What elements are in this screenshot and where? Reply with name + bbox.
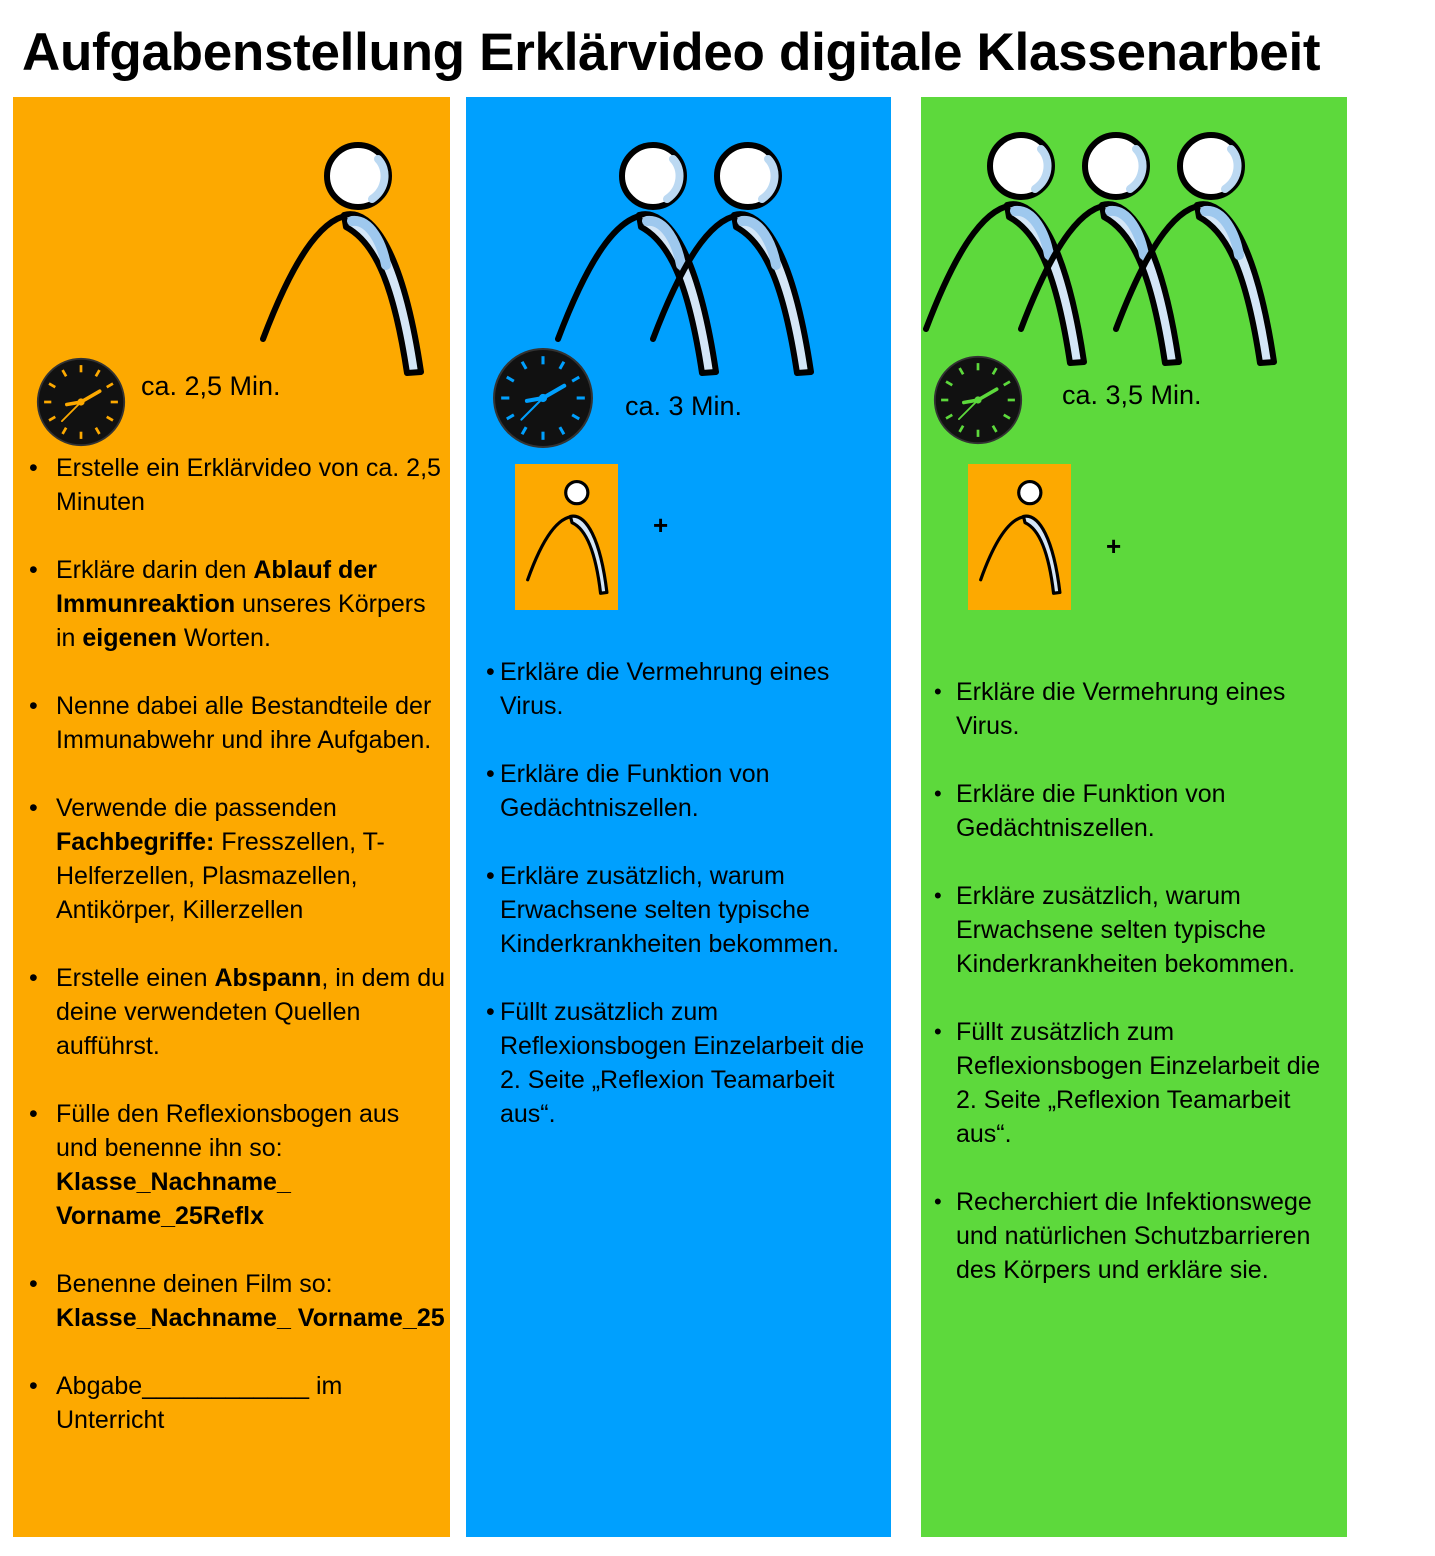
task-item: Erstelle einen Abspann, in dem du deine …: [29, 961, 446, 1063]
task-text: Erstelle einen: [56, 964, 215, 992]
task-item: Erkläre die Vermehrung eines Virus.: [486, 655, 885, 723]
task-item: Füllt zusätzlich zum Reflexionsbogen Ein…: [934, 1015, 1341, 1151]
task-text: unseres Körpers in: [56, 590, 426, 652]
clock-icon: [933, 355, 1023, 445]
task-text: Erkläre die Vermehrung eines Virus.: [956, 678, 1286, 740]
task-item: Erkläre die Funktion von Gedächtniszelle…: [486, 757, 885, 825]
task-text-bold: Klasse_Nachname_ Vorname_25: [56, 1304, 445, 1332]
single-person-icon: [979, 479, 1062, 595]
clock-icon: [36, 357, 126, 447]
task-text-bold: eigenen: [82, 624, 177, 652]
task-text: , in dem du deine verwendeten Quellen au…: [56, 964, 446, 1060]
task-text-bold: Ablauf der Immunreaktion: [56, 556, 377, 618]
task-text: Erstelle ein Erklärvideo von ca. 2,5 Min…: [56, 454, 441, 516]
task-list: Erstelle ein Erklärvideo von ca. 2,5 Min…: [29, 451, 446, 1471]
single-person-icon: [526, 479, 609, 595]
column-group: ca. 3,5 Min. + Erkläre die Vermehrung ei…: [921, 97, 1347, 1537]
individual-task-box: [515, 464, 618, 610]
task-item: Erkläre die Funktion von Gedächtniszelle…: [934, 777, 1341, 845]
task-list: Erkläre die Vermehrung eines Virus. Erklä…: [934, 675, 1341, 1321]
task-item: Erstelle ein Erklärvideo von ca. 2,5 Min…: [29, 451, 446, 519]
individual-task-box: [968, 464, 1071, 610]
task-list: Erkläre die Vermehrung eines Virus. Erklä…: [486, 655, 885, 1165]
task-item: Erkläre darin den Ablauf der Immunreakti…: [29, 553, 446, 655]
task-text: Benenne deinen Film so:: [56, 1270, 333, 1298]
page-title: Aufgabenstellung Erklärvideo digitale Kl…: [22, 23, 1321, 82]
task-text: Verwende die passenden: [56, 794, 337, 822]
three-persons-icon: [924, 137, 1284, 377]
column-single: ca. 2,5 Min. Erstelle ein Erklärvideo vo…: [13, 97, 450, 1537]
task-text: Erkläre zusätzlich, warum Erwachsene sel…: [500, 862, 840, 958]
task-item: Erkläre zusätzlich, warum Erwachsene sel…: [486, 859, 885, 961]
task-text: Erkläre zusätzlich, warum Erwachsene sel…: [956, 882, 1296, 978]
plus-sign: +: [1106, 531, 1122, 561]
duration-label: ca. 3,5 Min.: [1062, 380, 1202, 410]
task-item: Erkläre zusätzlich, warum Erwachsene sel…: [934, 879, 1341, 981]
task-text: Erkläre die Funktion von Gedächtniszelle…: [956, 780, 1226, 842]
task-text-bold: Fachbegriffe:: [56, 828, 215, 856]
task-text: Worten.: [176, 624, 271, 652]
clock-icon: [493, 348, 593, 448]
task-text: Füllt zusätzlich zum Reflexionsbogen Ein…: [500, 998, 865, 1128]
task-text: Fresszellen, T-Helferzellen, Plasmazelle…: [56, 828, 385, 924]
column-pair: ca. 3 Min. + Erkläre die Vermehrung eine…: [466, 97, 891, 1537]
task-item: Verwende die passenden Fachbegriffe: Fre…: [29, 791, 446, 927]
task-text: Füllt zusätzlich zum Reflexionsbogen Ein…: [956, 1018, 1321, 1148]
task-text: Abgabe____________ im Unterricht: [56, 1372, 343, 1434]
task-text: Erkläre die Vermehrung eines Virus.: [500, 658, 830, 720]
duration-label: ca. 3 Min.: [625, 391, 743, 421]
task-item: Abgabe____________ im Unterricht: [29, 1369, 446, 1437]
plus-sign: +: [653, 510, 669, 540]
task-text: Nenne dabei alle Bestandteile der Immuna…: [56, 692, 432, 754]
task-text: Erkläre darin den: [56, 556, 254, 584]
task-item: Erkläre die Vermehrung eines Virus.: [934, 675, 1341, 743]
task-text-bold: Klasse_Nachname_ Vorname_25Reflx: [56, 1168, 291, 1230]
duration-label: ca. 2,5 Min.: [141, 371, 281, 401]
task-item: Benenne deinen Film so: Klasse_Nachname_…: [29, 1267, 446, 1335]
task-text-bold: Abspann: [214, 964, 322, 992]
task-text: Erkläre die Funktion von Gedächtniszelle…: [500, 760, 770, 822]
task-item: Recherchiert die Infektionswege und natü…: [934, 1185, 1341, 1287]
task-text: Recherchiert die Infektionswege und natü…: [956, 1188, 1312, 1284]
single-person-icon: [261, 147, 451, 377]
task-text: Fülle den Reflexionsbogen aus und benenn…: [56, 1100, 400, 1162]
two-persons-icon: [556, 147, 816, 377]
task-item: Nenne dabei alle Bestandteile der Immuna…: [29, 689, 446, 757]
task-item: Fülle den Reflexionsbogen aus und benenn…: [29, 1097, 446, 1233]
task-item: Füllt zusätzlich zum Reflexionsbogen Ein…: [486, 995, 885, 1131]
